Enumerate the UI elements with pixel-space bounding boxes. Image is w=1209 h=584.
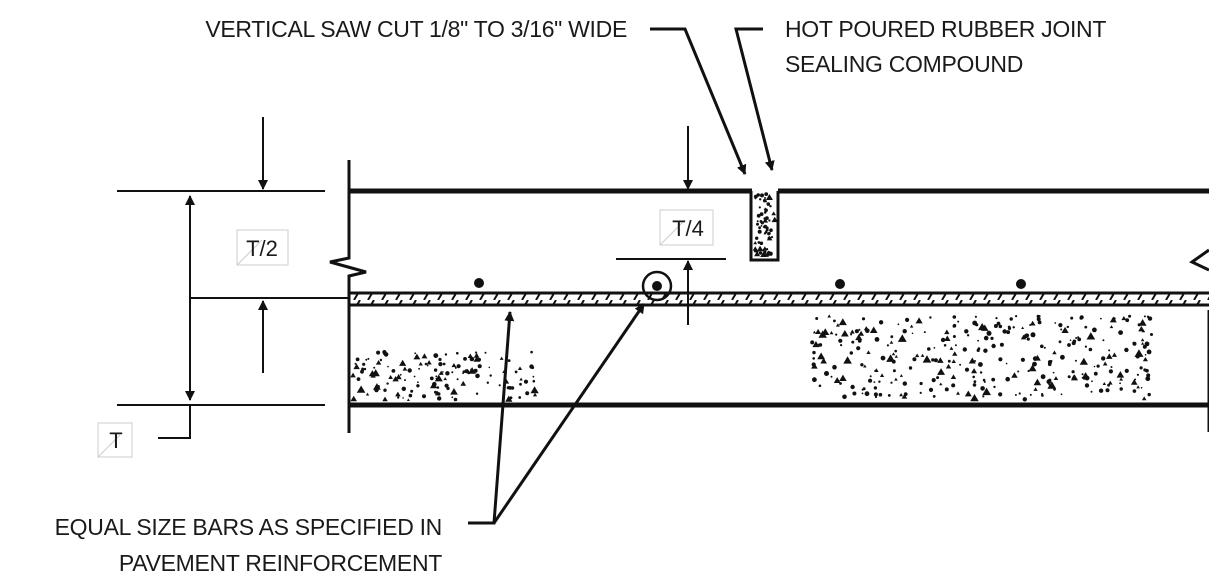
bar-dot	[474, 278, 484, 288]
quarter-thickness-label: T/4	[672, 216, 704, 241]
sealant-callout-line1: HOT POURED RUBBER JOINT	[785, 16, 1106, 42]
dim-label-box-half: T/2	[236, 229, 289, 266]
bar-dot-circled	[652, 281, 662, 291]
callout-leaders	[468, 27, 775, 525]
bars-callout-line2: PAVEMENT REINFORCEMENT	[119, 550, 442, 576]
half-thickness-label: T/2	[246, 236, 278, 261]
saw-cut-groove	[749, 191, 780, 262]
dim-label-box-quarter: T/4	[659, 209, 714, 246]
thickness-dimension	[117, 117, 349, 439]
reinforcement-bar-band	[349, 291, 1209, 307]
aggregate-stipple-left	[350, 350, 539, 402]
dim-label-box-full: T	[97, 422, 133, 458]
quarter-thickness-dimension	[616, 126, 726, 325]
sealant-callout-line2: SEALING COMPOUND	[785, 51, 1023, 77]
bars-callout-line1: EQUAL SIZE BARS AS SPECIFIED IN	[55, 514, 442, 540]
saw-cut-callout: VERTICAL SAW CUT 1/8" TO 3/16" WIDE	[205, 16, 627, 42]
bar-circle-marker	[641, 270, 673, 302]
aggregate-stipple-right	[810, 314, 1153, 402]
thickness-label: T	[109, 428, 122, 453]
sealant-compound	[752, 192, 778, 258]
bar-dot	[835, 279, 845, 289]
bar-dot	[1016, 279, 1026, 289]
reinforcement-bars	[474, 270, 1026, 302]
